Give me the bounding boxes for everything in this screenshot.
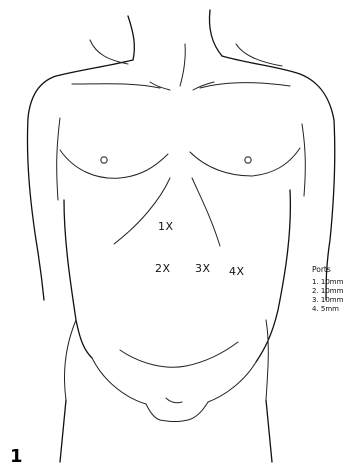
legend-item-1: 1. 10mm [312, 278, 344, 286]
arm-outline-left [27, 118, 60, 300]
leg-outline [60, 400, 272, 462]
legend-item-3: 3. 10mm [312, 296, 344, 304]
legend-title: Ports [312, 265, 331, 274]
shoulder-outline [28, 40, 334, 120]
port-marker-1: 1X [158, 220, 174, 233]
chest-outline [60, 148, 300, 178]
costal-margin [114, 178, 220, 246]
port-legend: Ports 1. 10mm 2. 10mm 3. 10mm 4. 5mm [312, 265, 344, 313]
pelvis-outline [92, 342, 256, 422]
port-marker-4: 4X [229, 265, 245, 278]
nipple-right [245, 157, 251, 163]
neck-outline [128, 10, 222, 86]
port-markers: 1X 2X 3X 4X [155, 220, 245, 278]
port-marker-3: 3X [195, 262, 211, 275]
figure-number: 1 [10, 446, 23, 467]
nipple-left [101, 157, 107, 163]
port-marker-2: 2X [155, 262, 171, 275]
legend-item-4: 4. 5mm [312, 305, 339, 313]
legend-item-2: 2. 10mm [312, 287, 344, 295]
